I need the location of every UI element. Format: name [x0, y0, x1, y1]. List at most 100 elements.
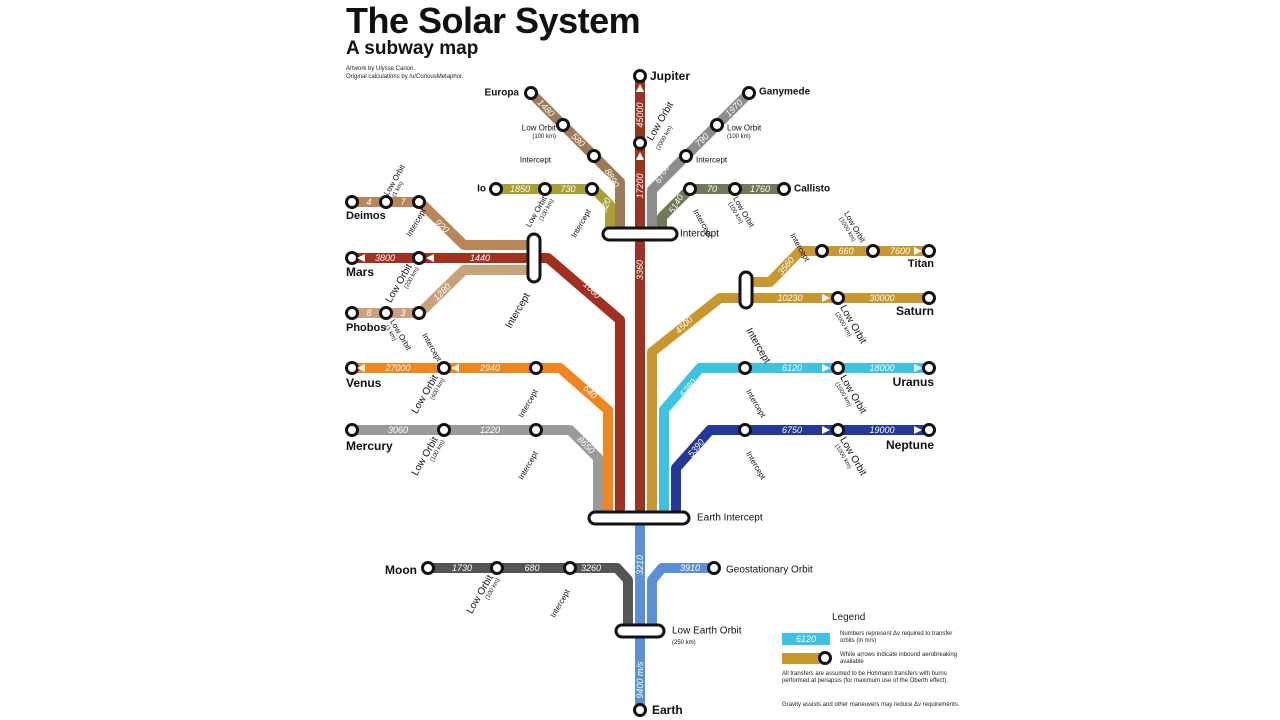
- stop-io: [489, 182, 503, 196]
- stop-neptune: [922, 423, 936, 437]
- label-europa: Europa: [485, 88, 520, 99]
- label-intercept-mars: Intercept: [504, 291, 533, 330]
- value-io-1: 1850: [510, 184, 530, 194]
- stop-uranus-intercept: [738, 361, 752, 375]
- value-venus-2: 2940: [479, 363, 500, 373]
- stop-earth: [633, 703, 647, 717]
- value-cal-2: 70: [707, 184, 717, 194]
- aerobrake-arrow-9: [822, 364, 830, 372]
- label-earth-intercept: Earth Intercept: [697, 513, 763, 524]
- label-intercept-io: Intercept: [570, 207, 594, 239]
- aerobrake-arrow-10: [914, 364, 922, 372]
- stop-jupiter: [633, 69, 647, 83]
- aerobrake-arrow-1: [636, 84, 644, 92]
- value-mercury-2: 1220: [480, 425, 500, 435]
- legend-swatch-aerobrake: [782, 653, 820, 664]
- legend-swatch-delta-v: [782, 633, 830, 645]
- label-low-earth-orbit: Low Earth Orbit: [672, 626, 742, 637]
- label-intercept-phobos: Intercept: [420, 332, 444, 364]
- stop-titan-low-orbit: [866, 244, 880, 258]
- label-alt-ganymede: (100 km): [727, 134, 751, 140]
- label-jupiter: Jupiter: [650, 69, 690, 83]
- line-mercury: [352, 425, 603, 516]
- stop-venus: [345, 361, 359, 375]
- label-neptune: Neptune: [886, 438, 934, 452]
- legend-text-hohmann: All transfers are assumed to be Hohmann …: [782, 671, 948, 684]
- value-neptune-3: 19000: [869, 425, 894, 435]
- value-geo-1: 3910: [680, 563, 700, 573]
- stop-deimos-low-orbit: [379, 195, 393, 209]
- label-io: Io: [477, 184, 486, 195]
- label-mercury: Mercury: [346, 439, 393, 453]
- value-ei-jup_int: 3360: [635, 260, 645, 280]
- credit-artwork: Artwork by Ulysse Carion.: [346, 66, 416, 72]
- label-titan: Titan: [908, 258, 934, 270]
- value-moon-3: 1730: [452, 563, 472, 573]
- label-low-orbit-ganymede: Low Orbit: [727, 124, 762, 133]
- aerobrake-arrow-2: [636, 152, 644, 160]
- stop-saturn-low-orbit: [831, 291, 845, 305]
- stop-callisto: [777, 182, 791, 196]
- value-neptune-2: 6750: [782, 425, 802, 435]
- value-mars-1: 3800: [375, 253, 395, 263]
- label-ganymede: Ganymede: [759, 87, 811, 98]
- stop-mercury-low-orbit: [437, 423, 451, 437]
- label-phobos: Phobos: [346, 322, 386, 334]
- aerobrake-arrow-13: [624, 628, 632, 636]
- bar-earth-intercept: [587, 510, 691, 526]
- legend-text-delta-v: Numbers represent Δv required to transfe…: [840, 631, 953, 644]
- aerobrake-arrow-6: [451, 364, 459, 372]
- aerobrake-arrow-14: [636, 628, 644, 636]
- aerobrake-arrow-15: [648, 628, 656, 636]
- stop-europa-intercept: [587, 149, 601, 163]
- value-phobos-1: 8: [366, 308, 371, 318]
- label-intercept-mercury: Intercept: [517, 449, 541, 481]
- value-uranus-3: 18000: [869, 363, 894, 373]
- label-intercept-uranus: Intercept: [744, 388, 768, 420]
- aerobrake-arrow-3: [357, 254, 365, 262]
- line-titan: [745, 246, 929, 287]
- stop-neptune-intercept: [738, 423, 752, 437]
- aerobrake-arrow-4: [426, 254, 434, 262]
- legend-sample-value: 6120: [796, 634, 816, 644]
- label-intercept-moon: Intercept: [549, 587, 573, 619]
- label-uranus: Uranus: [893, 375, 935, 389]
- label-intercept-venus: Intercept: [517, 387, 541, 419]
- line-uranus: [659, 363, 929, 516]
- stop-venus-intercept: [529, 361, 543, 375]
- stop-io-low-orbit: [538, 182, 552, 196]
- stop-mercury-intercept: [529, 423, 543, 437]
- stop-ganymede-intercept: [679, 149, 693, 163]
- legend-station-marker: [818, 651, 832, 665]
- stop-mars: [345, 251, 359, 265]
- stop-uranus: [922, 361, 936, 375]
- stop-mercury: [345, 423, 359, 437]
- value-moon-1: 3260: [581, 563, 601, 573]
- value-earth-leo: 9400 m/s: [635, 661, 645, 699]
- aerobrake-arrow-5: [357, 364, 365, 372]
- aerobrake-arrow-7: [822, 294, 830, 302]
- label-intercept-europa: Intercept: [520, 156, 552, 165]
- line-mars: [352, 253, 625, 516]
- credit-calculations: Original calculations by /u/CuriousMetap…: [346, 74, 464, 80]
- value-moon-2: 680: [524, 563, 539, 573]
- value-cal-3: 1760: [750, 184, 770, 194]
- label-intercept-saturn: Intercept: [743, 326, 772, 365]
- map-subtitle: A subway map: [346, 38, 479, 59]
- label-low-orbit-europa: Low Orbit: [522, 124, 557, 133]
- map-title: The Solar System: [346, 0, 641, 41]
- label-mars: Mars: [346, 265, 374, 279]
- intercept-bars: [526, 226, 754, 639]
- label-intercept-ganymede: Intercept: [696, 156, 728, 165]
- value-deimos-1: 4: [366, 197, 371, 207]
- stop-europa: [524, 86, 538, 100]
- stop-moon-low-orbit: [490, 561, 504, 575]
- stop-saturn: [922, 291, 936, 305]
- value-saturn-2: 10230: [777, 293, 802, 303]
- line-geostationary: [647, 563, 714, 630]
- stop-callisto-intercept: [683, 182, 697, 196]
- aerobrake-arrow-8: [914, 247, 922, 255]
- label-deimos: Deimos: [346, 210, 386, 222]
- value-mercury-3: 3060: [388, 425, 408, 435]
- stop-phobos: [345, 306, 359, 320]
